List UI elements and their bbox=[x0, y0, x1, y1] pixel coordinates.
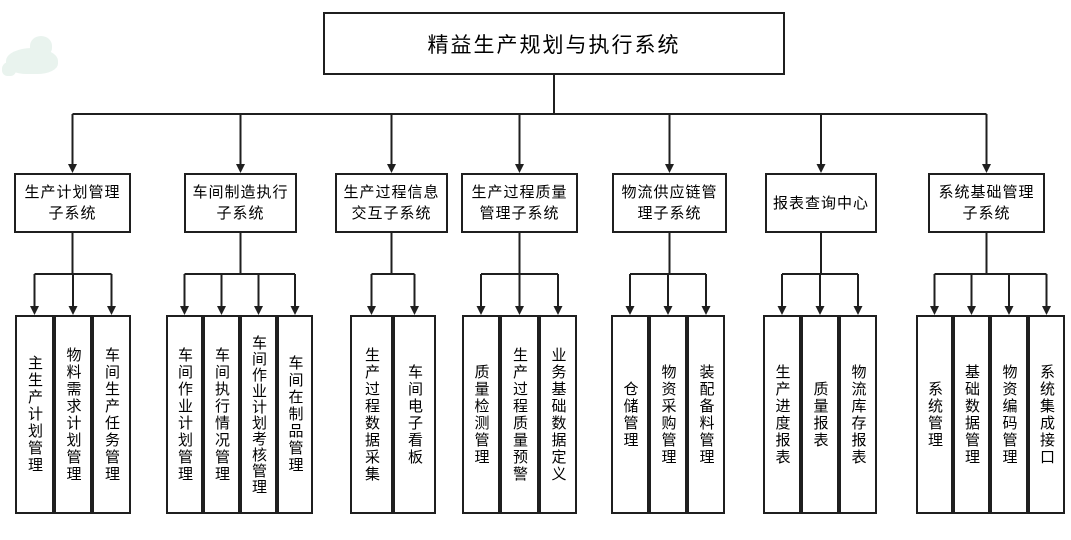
leaf-label: 装配备料管理 bbox=[697, 363, 716, 466]
leaf-node-quality-report: 质量报表 bbox=[801, 315, 839, 514]
leaf-label: 仓储管理 bbox=[621, 380, 640, 449]
leaf-label: 物资采购管理 bbox=[659, 363, 678, 466]
leaf-label: 车间在制品管理 bbox=[286, 355, 305, 474]
watermark-artifact bbox=[2, 62, 16, 76]
leaf-label: 物料需求计划管理 bbox=[64, 346, 83, 483]
leaf-label: 车间电子看板 bbox=[406, 363, 424, 466]
leaf-label: 基础数据管理 bbox=[963, 363, 981, 466]
leaf-label: 业务基础数据定义 bbox=[549, 346, 568, 483]
subsystem-node-logistics-supply-chain: 物流供应链管 理子系统 bbox=[612, 173, 727, 233]
leaf-label: 生产过程数据采集 bbox=[363, 346, 381, 483]
leaf-node-material-coding: 物资编码管理 bbox=[990, 315, 1028, 514]
subsystem-node-shop-execution: 车间制造执行 子系统 bbox=[184, 173, 297, 233]
leaf-label: 主生产计划管理 bbox=[26, 355, 44, 474]
leaf-node-shop-e-kanban: 车间电子看板 bbox=[393, 315, 436, 514]
leaf-label: 物资编码管理 bbox=[1000, 363, 1019, 466]
leaf-node-shop-wip: 车间在制品管理 bbox=[277, 315, 313, 514]
leaf-node-system-management: 系统管理 bbox=[916, 315, 953, 514]
leaf-label: 物流库存报表 bbox=[849, 363, 868, 466]
subsystem-node-system-foundation: 系统基础管理 子系统 bbox=[928, 173, 1045, 233]
subsystem-node-report-center: 报表查询中心 bbox=[765, 173, 877, 233]
leaf-node-material-procurement: 物资采购管理 bbox=[649, 315, 687, 514]
leaf-label: 车间作业计划管理 bbox=[176, 346, 194, 483]
leaf-node-logistics-inventory-report: 物流库存报表 bbox=[839, 315, 877, 514]
leaf-node-shop-job-plan: 车间作业计划管理 bbox=[166, 315, 203, 514]
leaf-label: 车间作业计划考核管理 bbox=[250, 334, 268, 495]
leaf-label: 生产过程质量预警 bbox=[511, 346, 529, 483]
leaf-node-master-production-plan: 主生产计划管理 bbox=[15, 315, 54, 514]
leaf-label: 质量检测管理 bbox=[472, 363, 491, 466]
leaf-node-shop-production-tasks: 车间生产任务管理 bbox=[92, 315, 131, 514]
leaf-node-system-integration-interface: 系统集成接口 bbox=[1028, 315, 1065, 514]
leaf-label: 车间执行情况管理 bbox=[213, 346, 231, 483]
leaf-node-process-quality-warning: 生产过程质量预警 bbox=[500, 315, 539, 514]
leaf-node-material-requirements-plan: 物料需求计划管理 bbox=[54, 315, 92, 514]
leaf-label: 车间生产任务管理 bbox=[103, 346, 121, 483]
leaf-node-production-progress-report: 生产进度报表 bbox=[763, 315, 801, 514]
leaf-node-warehouse-management: 仓储管理 bbox=[611, 315, 649, 514]
leaf-node-quality-inspection: 质量检测管理 bbox=[462, 315, 500, 514]
leaf-label: 质量报表 bbox=[811, 380, 830, 449]
subsystem-node-production-planning: 生产计划管理 子系统 bbox=[14, 173, 131, 233]
leaf-node-assembly-material-prep: 装配备料管理 bbox=[687, 315, 725, 514]
leaf-label: 系统管理 bbox=[926, 380, 944, 449]
leaf-node-business-basic-data: 业务基础数据定义 bbox=[539, 315, 577, 514]
watermark-artifact bbox=[30, 36, 52, 56]
root-node: 精益生产规划与执行系统 bbox=[323, 12, 785, 75]
leaf-node-shop-execution-status: 车间执行情况管理 bbox=[203, 315, 240, 514]
leaf-node-basic-data-management: 基础数据管理 bbox=[953, 315, 990, 514]
leaf-node-shop-job-plan-assessment: 车间作业计划考核管理 bbox=[240, 315, 277, 514]
subsystem-node-process-quality: 生产过程质量 管理子系统 bbox=[461, 173, 578, 233]
leaf-label: 生产进度报表 bbox=[773, 363, 792, 466]
leaf-node-process-data-collection: 生产过程数据采集 bbox=[350, 315, 393, 514]
leaf-label: 系统集成接口 bbox=[1038, 363, 1056, 466]
subsystem-node-process-information: 生产过程信息 交互子系统 bbox=[335, 173, 448, 233]
